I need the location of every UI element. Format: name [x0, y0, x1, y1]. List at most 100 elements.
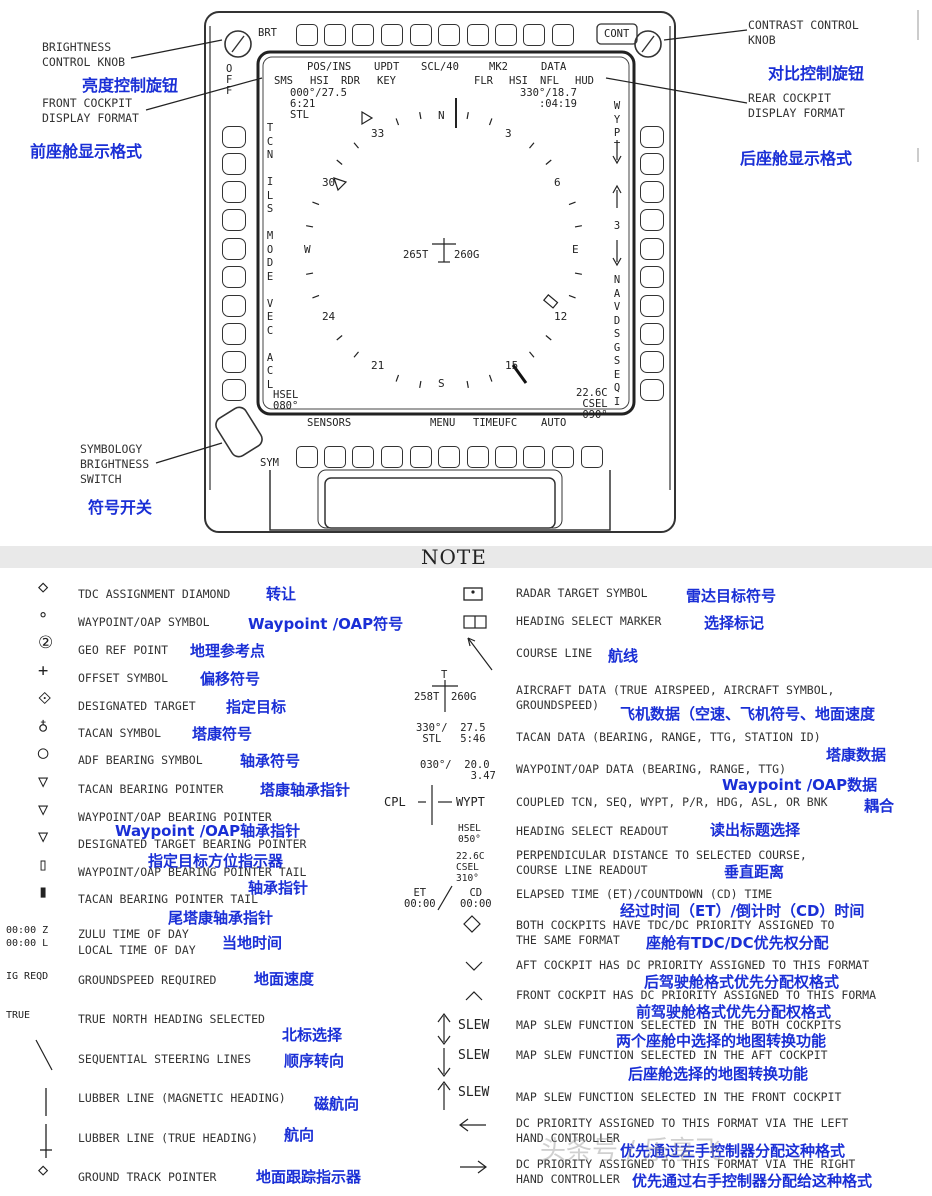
compass-label: 6	[554, 176, 561, 189]
bottom-pushbutton[interactable]	[581, 446, 603, 468]
screen-nfl[interactable]: NFL	[540, 75, 559, 87]
screen-top-scl[interactable]: SCL/40	[421, 61, 459, 73]
top-pushbutton[interactable]	[381, 24, 403, 46]
legend-left-symbol: +	[38, 661, 49, 681]
screen-sms[interactable]: SMS	[274, 75, 293, 87]
left-pushbutton[interactable]	[222, 209, 246, 231]
legend-right-cn: 读出标题选择	[710, 821, 801, 839]
compass-label: 24	[321, 310, 336, 323]
compass-tick	[395, 374, 400, 382]
legend-left-symbol: ▽	[38, 827, 49, 847]
left-pushbutton[interactable]	[222, 153, 246, 175]
screen-hsi-right[interactable]: HSI	[509, 75, 528, 87]
screen-flr[interactable]: FLR	[474, 75, 493, 87]
right-pushbutton[interactable]	[640, 209, 664, 231]
screen-top-mk2[interactable]: MK2	[489, 61, 508, 73]
bottom-pushbutton[interactable]	[495, 446, 517, 468]
right-pushbutton[interactable]	[640, 323, 664, 345]
top-pushbutton[interactable]	[410, 24, 432, 46]
compass-tick	[574, 272, 582, 275]
legend-left-symbol: IG REQD	[6, 971, 49, 982]
callout-symbology-switch-cn: 符号开关	[88, 498, 153, 517]
legend-left-cn: 塔康轴承指针	[260, 781, 351, 799]
bottom-pushbutton[interactable]	[467, 446, 489, 468]
compass-tick	[574, 225, 582, 228]
right-pushbutton[interactable]	[640, 266, 664, 288]
screen-bottom-auto[interactable]: AUTO	[541, 417, 567, 429]
compass-label: S	[438, 377, 445, 390]
screen-hsi-left[interactable]: HSI	[310, 75, 329, 87]
legend-left-cn: 磁航向	[314, 1095, 360, 1113]
left-pushbutton[interactable]	[222, 295, 246, 317]
screen-bottom-timeufc[interactable]: TIMEUFC	[473, 417, 518, 429]
legend-left-symbol: ♁	[38, 716, 49, 736]
legend-left-cn: 地理参考点	[190, 642, 266, 660]
bottom-pushbutton[interactable]	[552, 446, 574, 468]
legend-right-label: DC PRIORITY ASSIGNED TO THIS FORMAT VIA …	[516, 1116, 849, 1145]
screen-hud[interactable]: HUD	[575, 75, 594, 87]
left-pushbutton[interactable]	[222, 126, 246, 148]
top-pushbutton[interactable]	[438, 24, 460, 46]
compass-label: 12	[554, 310, 568, 323]
top-pushbutton[interactable]	[467, 24, 489, 46]
right-pushbutton[interactable]	[640, 153, 664, 175]
left-pushbutton[interactable]	[222, 238, 246, 260]
legend-csel: 22.6C CSEL 310°	[456, 851, 485, 884]
legend-left-label: LUBBER LINE (TRUE HEADING)	[78, 1131, 259, 1145]
left-pushbutton[interactable]	[222, 379, 246, 401]
top-pushbutton[interactable]	[552, 24, 574, 46]
legend-right-cn: 前驾驶舱格式优先分配权格式	[636, 1003, 832, 1021]
screen-bottom-sensors[interactable]: SENSORS	[307, 417, 352, 429]
compass-label: 30	[321, 176, 336, 189]
left-pushbutton[interactable]	[222, 323, 246, 345]
legend-right-label: WAYPOINT/OAP DATA (BEARING, RANGE, TTG)	[516, 762, 787, 776]
left-pushbutton[interactable]	[222, 351, 246, 373]
screen-top-data[interactable]: DATA	[541, 61, 567, 73]
legend-left-label: WAYPOINT/OAP BEARING POINTER TAIL	[78, 865, 307, 879]
compass-tick	[545, 335, 552, 341]
legend-right-label: BOTH COCKPITS HAVE TDC/DC PRIORITY ASSIG…	[516, 918, 835, 947]
top-pushbutton[interactable]	[495, 24, 517, 46]
screen-top-updt[interactable]: UPDT	[374, 61, 400, 73]
bottom-pushbutton[interactable]	[381, 446, 403, 468]
screen-top-pos-ins[interactable]: POS/INS	[307, 61, 352, 73]
bottom-pushbutton[interactable]	[523, 446, 545, 468]
screen-key[interactable]: KEY	[377, 75, 396, 87]
bottom-pushbutton[interactable]	[438, 446, 460, 468]
bottom-pushbutton[interactable]	[410, 446, 432, 468]
right-pushbutton[interactable]	[640, 379, 664, 401]
right-pushbutton[interactable]	[640, 295, 664, 317]
left-pushbutton[interactable]	[222, 181, 246, 203]
legend-left-line-symbols	[35, 1039, 53, 1158]
top-pushbutton[interactable]	[324, 24, 346, 46]
right-pushbutton[interactable]	[640, 126, 664, 148]
legend-left-cn: 指定目标方位指示器	[148, 852, 284, 870]
bottom-pushbutton[interactable]	[324, 446, 346, 468]
sym-label: SYM	[260, 457, 279, 469]
right-pushbutton[interactable]	[640, 351, 664, 373]
compass-label: W	[304, 243, 311, 256]
top-pushbutton[interactable]	[352, 24, 374, 46]
legend-right-cn: 后驾驶舱格式优先分配权格式	[644, 973, 840, 991]
right-pushbutton[interactable]	[640, 181, 664, 203]
screen-right-vertical-mid: 3	[613, 220, 621, 232]
legend-left-symbol: TRUE	[6, 1010, 31, 1021]
screen-bottom-menu[interactable]: MENU	[430, 417, 456, 429]
legend-aircraft-gs: 260G	[451, 691, 477, 703]
left-pushbutton[interactable]	[222, 266, 246, 288]
callout-front-format-cn: 前座舱显示格式	[30, 142, 143, 161]
screen-rdr[interactable]: RDR	[341, 75, 360, 87]
compass-tick	[419, 380, 422, 388]
top-pushbutton[interactable]	[296, 24, 318, 46]
bottom-pushbutton[interactable]	[352, 446, 374, 468]
legend-right-cn: 飞机数据（空速、飞机符号、地面速度	[620, 705, 876, 723]
top-pushbutton[interactable]	[523, 24, 545, 46]
callout-contrast-knob-cn: 对比控制旋钮	[768, 64, 865, 83]
bottom-pushbutton[interactable]	[296, 446, 318, 468]
legend-right-label: AIRCRAFT DATA (TRUE AIRSPEED, AIRCRAFT S…	[516, 683, 835, 712]
legend-left-label: LUBBER LINE (MAGNETIC HEADING)	[78, 1091, 286, 1105]
right-pushbutton[interactable]	[640, 238, 664, 260]
legend-left-cn: 航向	[284, 1126, 315, 1144]
legend-left-label: TDC ASSIGNMENT DIAMOND	[78, 587, 231, 601]
compass-tick	[306, 272, 314, 275]
